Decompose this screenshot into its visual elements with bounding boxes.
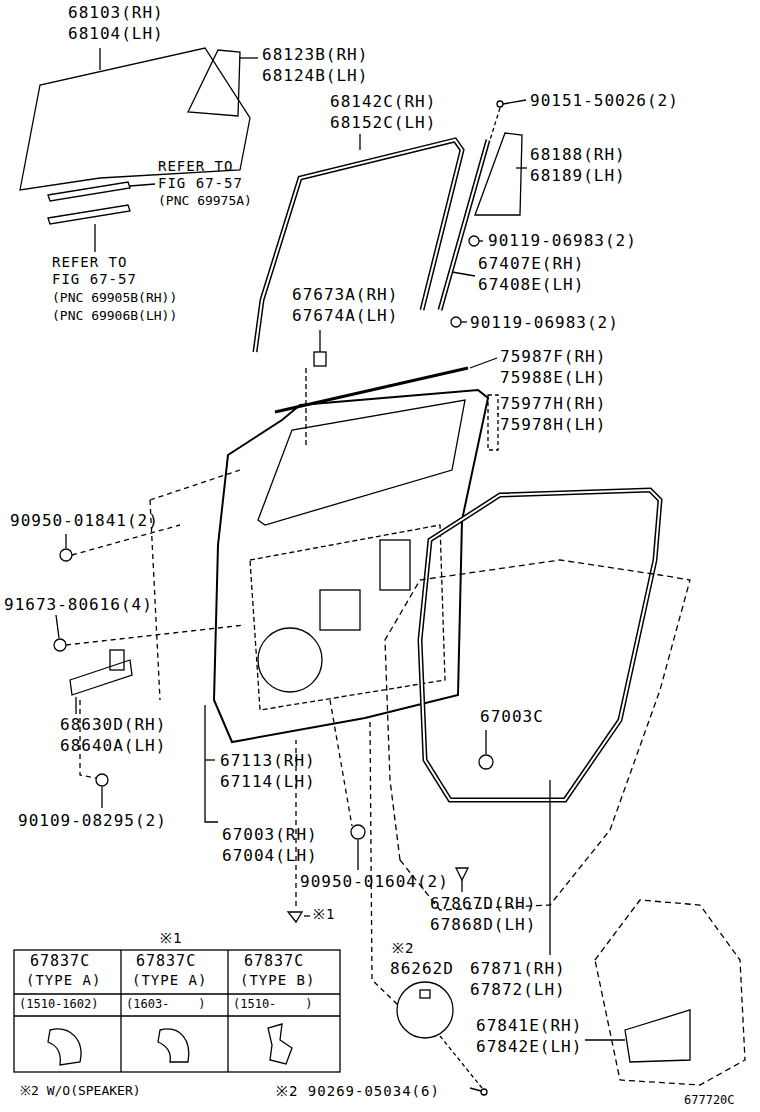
part-number: 67004(LH) bbox=[222, 847, 318, 865]
part-number: (PNC 69906B(LH)) bbox=[52, 309, 177, 323]
part-number: 90950-01604(2) bbox=[300, 873, 449, 891]
part-number: 67114(LH) bbox=[220, 773, 316, 791]
part-number: 67837C bbox=[136, 953, 196, 970]
part-number: ※2 bbox=[392, 941, 414, 956]
part-number: REFER TO bbox=[158, 159, 233, 174]
part-number: 68189(LH) bbox=[530, 167, 626, 185]
part-number: 68152C(LH) bbox=[330, 114, 436, 132]
part-number: ※2 W/O(SPEAKER) bbox=[20, 1084, 141, 1098]
part-number: 67003(RH) bbox=[222, 826, 318, 844]
part-number: 67868D(LH) bbox=[430, 916, 536, 934]
part-number: (1603- ) bbox=[126, 998, 205, 1011]
part-number: FIG 67-57 bbox=[158, 176, 243, 191]
part-number: 68103(RH) bbox=[68, 4, 164, 22]
part-number: ※1 bbox=[313, 907, 335, 922]
part-number: 68123B(RH) bbox=[262, 46, 368, 64]
part-number: 67842E(LH) bbox=[476, 1038, 582, 1056]
part-number: 67872(LH) bbox=[470, 981, 566, 999]
part-number: REFER TO bbox=[52, 255, 127, 270]
part-number: 67673A(RH) bbox=[292, 286, 398, 304]
part-number: 75978H(LH) bbox=[500, 416, 606, 434]
part-number: ※1 bbox=[160, 931, 182, 946]
part-number: 67867D(RH) bbox=[430, 895, 536, 913]
part-number: 91673-80616(4) bbox=[4, 596, 153, 614]
part-number: 90119-06983(2) bbox=[488, 232, 637, 250]
part-number: FIG 67-57 bbox=[52, 272, 137, 287]
part-number: 67837C bbox=[244, 953, 304, 970]
part-number: ※2 90269-05034(6) bbox=[276, 1084, 440, 1099]
part-number: (TYPE A) bbox=[132, 973, 207, 988]
part-number: 677720C bbox=[684, 1094, 735, 1107]
part-number: 75977H(RH) bbox=[500, 395, 606, 413]
part-number: 86262D bbox=[390, 960, 454, 978]
part-number: (1510-1602) bbox=[19, 998, 98, 1011]
part-number: 68640A(LH) bbox=[60, 737, 166, 755]
part-number: (1510- ) bbox=[233, 998, 312, 1011]
part-number: 67837C bbox=[30, 953, 90, 970]
part-number: 90950-01841(2) bbox=[10, 512, 159, 530]
part-number: (PNC 69905B(RH)) bbox=[52, 291, 177, 305]
part-number: 68630D(RH) bbox=[60, 716, 166, 734]
part-number: 67871(RH) bbox=[470, 960, 566, 978]
part-number: 90151-50026(2) bbox=[530, 92, 679, 110]
part-number: 67113(RH) bbox=[220, 752, 316, 770]
part-number: 67674A(LH) bbox=[292, 307, 398, 325]
part-number: (PNC 69975A) bbox=[158, 194, 252, 208]
part-number: 90119-06983(2) bbox=[470, 314, 619, 332]
part-number: 75988E(LH) bbox=[500, 369, 606, 387]
part-number: 67841E(RH) bbox=[476, 1017, 582, 1035]
part-number: (TYPE B) bbox=[240, 973, 315, 988]
part-number: 67003C bbox=[480, 708, 544, 726]
part-number: 68188(RH) bbox=[530, 146, 626, 164]
part-number: (TYPE A) bbox=[26, 973, 101, 988]
part-number: 90109-08295(2) bbox=[18, 812, 167, 830]
part-number: 68124B(LH) bbox=[262, 67, 368, 85]
part-number: 68142C(RH) bbox=[330, 93, 436, 111]
part-number: 75987F(RH) bbox=[500, 348, 606, 366]
part-number: 67407E(RH) bbox=[478, 255, 584, 273]
part-number: 68104(LH) bbox=[68, 25, 164, 43]
part-number: 67408E(LH) bbox=[478, 276, 584, 294]
